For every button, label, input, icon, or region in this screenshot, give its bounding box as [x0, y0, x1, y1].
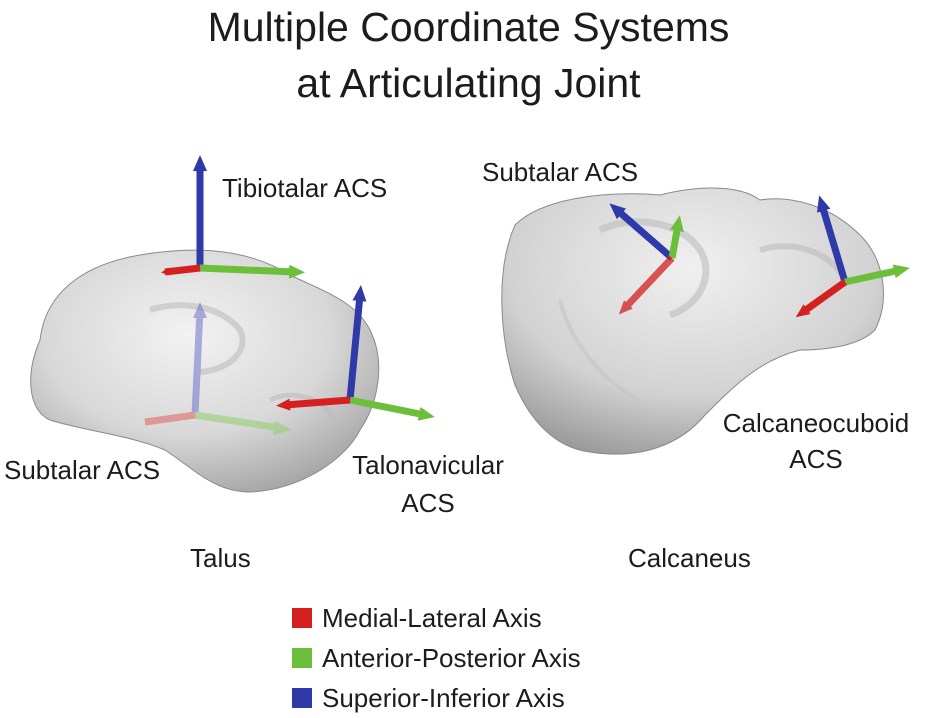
legend-item-superior-inferior: Superior-Inferior Axis: [292, 678, 581, 718]
legend-swatch-red: [292, 608, 312, 628]
talonavicular-acs-axes: [276, 285, 435, 421]
label-talonavicular-line-2: ACS: [401, 488, 455, 518]
talus-subtalar-acs-axes: [144, 302, 292, 435]
legend-label: Medial-Lateral Axis: [322, 603, 542, 633]
legend-label: Superior-Inferior Axis: [322, 683, 565, 713]
calcaneus-bone: [501, 187, 884, 455]
label-calcaneocuboid-acs: Calcaneocuboid ACS: [700, 408, 932, 474]
figure-title-line-2: at Articulating Joint: [296, 60, 641, 106]
calcaneus-subtalar-acs-axes: [609, 203, 684, 315]
label-talonavicular-line-1: Talonavicular: [352, 450, 504, 480]
label-calcaneus-subtalar-acs: Subtalar ACS: [482, 157, 639, 187]
label-calcaneocuboid-line-1: Calcaneocuboid: [722, 408, 910, 438]
legend-label: Anterior-Posterior Axis: [322, 643, 581, 673]
legend-item-anterior-posterior: Anterior-Posterior Axis: [292, 638, 581, 678]
legend-item-medial-lateral: Medial-Lateral Axis: [292, 598, 581, 638]
label-calcaneocuboid-line-2: ACS: [789, 444, 843, 474]
label-tibiotalar-acs: Tibiotalar ACS: [222, 173, 388, 203]
calcaneocuboid-acs-axes: [795, 195, 910, 318]
figure-title-line-1: Multiple Coordinate Systems: [207, 4, 730, 50]
label-talus-subtalar-acs: Subtalar ACS: [4, 455, 161, 485]
label-talus: Talus: [190, 543, 251, 573]
label-calcaneus: Calcaneus: [628, 543, 751, 573]
label-talonavicular-acs: Talonavicular ACS: [348, 450, 508, 518]
axis-legend: Medial-Lateral Axis Anterior-Posterior A…: [292, 598, 581, 718]
legend-swatch-green: [292, 648, 312, 668]
legend-swatch-blue: [292, 688, 312, 708]
tibiotalar-acs-axes: [161, 155, 305, 279]
